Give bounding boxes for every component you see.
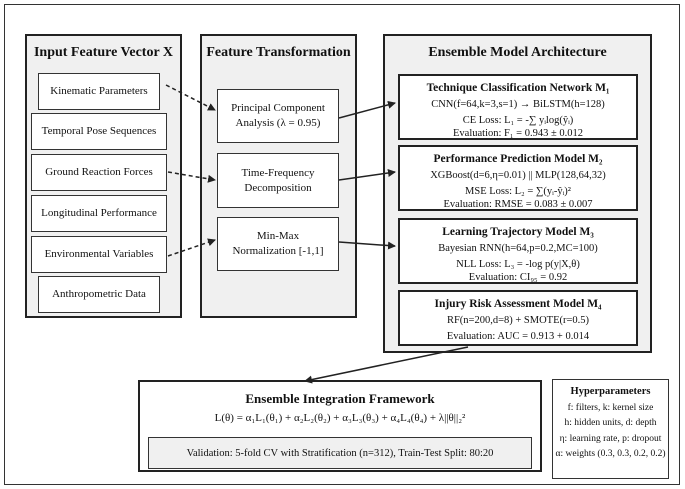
- input-item-label: Anthropometric Data: [52, 288, 146, 300]
- model-m3-learning-trajectory: Learning Trajectory Model M₃ Bayesian RN…: [398, 218, 638, 284]
- input-item-label: Environmental Variables: [44, 248, 154, 260]
- model-title: Injury Risk Assessment Model M₄: [434, 298, 602, 310]
- legend-line: h: hidden units, d: depth: [564, 418, 657, 428]
- model-architecture: XGBoost(d=6,η=0.01) || MLP(128,64,32): [430, 170, 606, 181]
- model-evaluation: Evaluation: RMSE = 0.083 ± 0.007: [443, 199, 593, 210]
- input-item-label: Longitudinal Performance: [41, 207, 157, 219]
- model-title: Performance Prediction Model M₂: [433, 153, 603, 165]
- legend-line: α: weights (0.3, 0.3, 0.2, 0.2): [555, 449, 666, 459]
- transform-label: Time-Frequency: [241, 166, 315, 179]
- model-loss: MSE Loss: L₂ = ∑(yᵢ-ŷᵢ)²: [465, 186, 571, 197]
- ensemble-integration-panel: Ensemble Integration Framework L(θ) = α₁…: [138, 380, 542, 472]
- transform-label: Principal Component: [231, 102, 325, 114]
- model-evaluation: Evaluation: F₁ = 0.943 ± 0.012: [453, 128, 583, 139]
- input-item-environmental: Environmental Variables: [31, 236, 167, 273]
- legend-line: f: filters, k: kernel size: [567, 402, 654, 413]
- model-title: Learning Trajectory Model M₃: [442, 226, 594, 238]
- model-m2-performance-prediction: Performance Prediction Model M₂ XGBoost(…: [398, 145, 638, 211]
- model-architecture: Bayesian RNN(h=64,p=0.2,MC=100): [438, 243, 598, 254]
- hyperparameters-legend: Hyperparameters f: filters, k: kernel si…: [552, 379, 669, 479]
- legend-line: η: learning rate, p: dropout: [559, 433, 662, 444]
- integration-title: Ensemble Integration Framework: [245, 391, 435, 406]
- input-item-label: Ground Reaction Forces: [45, 166, 153, 178]
- model-evaluation: Evaluation: AUC = 0.913 + 0.014: [446, 331, 590, 342]
- model-m4-injury-risk: Injury Risk Assessment Model M₄ RF(n=200…: [398, 290, 638, 346]
- input-item-kinematic: Kinematic Parameters: [38, 73, 160, 110]
- input-item-longitudinal: Longitudinal Performance: [31, 195, 167, 232]
- model-evaluation: Evaluation: CI₉₅ = 0.92: [468, 272, 568, 283]
- model-architecture: CNN(f=64,k=3,s=1) → BiLSTM(h=128): [431, 99, 605, 110]
- transform-label: Analysis (λ = 0.95): [235, 117, 321, 129]
- validation-text: Validation: 5-fold CV with Stratificatio…: [186, 447, 494, 459]
- transform-label: Decomposition: [244, 181, 312, 194]
- input-panel-title: Input Feature Vector X: [33, 45, 174, 60]
- model-loss: NLL Loss: L₃ = -log p(y|X,θ): [456, 259, 580, 270]
- input-item-temporal-pose: Temporal Pose Sequences: [31, 113, 167, 150]
- validation-box: Validation: 5-fold CV with Stratificatio…: [148, 437, 532, 469]
- ensemble-panel-title: Ensemble Model Architecture: [428, 45, 607, 60]
- transform-panel-title: Feature Transformation: [206, 45, 351, 60]
- diagram-frame: [4, 4, 680, 485]
- input-item-label: Kinematic Parameters: [50, 85, 148, 97]
- transform-label: Min-Max: [256, 230, 300, 242]
- transform-label: Normalization [-1,1]: [232, 245, 324, 257]
- model-title: Technique Classification Network M₁: [426, 82, 610, 94]
- input-item-anthropometric: Anthropometric Data: [38, 276, 160, 313]
- input-item-label: Temporal Pose Sequences: [41, 125, 157, 137]
- model-loss: CE Loss: L₁ = -∑ yᵢlog(ŷᵢ): [462, 115, 574, 126]
- input-item-ground-reaction: Ground Reaction Forces: [31, 154, 167, 191]
- model-m1-technique-classification: Technique Classification Network M₁ CNN(…: [398, 74, 638, 140]
- model-architecture: RF(n=200,d=8) + SMOTE(r=0.5): [446, 315, 590, 326]
- integration-formula: L(θ) = α₁L₁(θ₁) + α₂L₂(θ₂) + α₃L₃(θ₃) + …: [214, 412, 466, 424]
- legend-title: Hyperparameters: [570, 386, 651, 397]
